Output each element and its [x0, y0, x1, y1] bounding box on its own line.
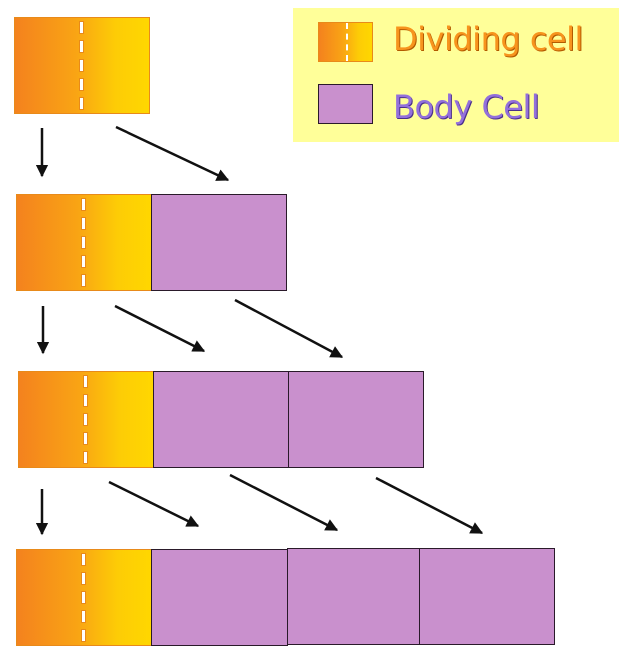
division-line: [346, 23, 348, 61]
diagonal-arrow: [229, 473, 339, 532]
diagonal-arrow: [375, 476, 484, 535]
body-cell: [287, 548, 421, 645]
dividing-cell-label: Dividing cell: [393, 20, 583, 58]
division-line-dash: [83, 394, 88, 407]
division-line-dash: [81, 198, 86, 211]
division-line-dash: [81, 591, 86, 604]
division-line-dash: [79, 97, 84, 110]
body-cell-label: Body Cell: [393, 88, 540, 126]
division-line-dash: [83, 375, 88, 388]
diagonal-arrow: [234, 298, 344, 359]
body-cell: [151, 549, 288, 646]
dividing-cell: [16, 194, 152, 291]
body-cell: [288, 371, 424, 468]
division-line-dash: [81, 274, 86, 287]
division-line-dash: [79, 59, 84, 72]
diagonal-arrow: [115, 125, 230, 182]
body-cell: [419, 548, 555, 645]
division-line-dash: [81, 572, 86, 585]
division-line-dash: [83, 451, 88, 464]
dividing-cell-swatch: [318, 22, 373, 62]
diagonal-arrow: [114, 304, 206, 353]
division-line-dash: [81, 236, 86, 249]
body-cell: [153, 371, 289, 468]
diagonal-arrow: [108, 480, 200, 528]
division-line-dash: [81, 553, 86, 566]
division-line-dash: [81, 255, 86, 268]
division-line-dash: [83, 432, 88, 445]
division-line-dash: [81, 610, 86, 623]
body-cell-swatch: [318, 84, 373, 124]
division-line-dash: [81, 629, 86, 642]
division-line-dash: [79, 40, 84, 53]
dividing-cell: [18, 371, 154, 468]
division-line-dash: [79, 21, 84, 34]
dividing-cell: [16, 549, 152, 646]
legend-box: Dividing cell Body Cell: [293, 8, 619, 142]
dividing-cell: [14, 17, 150, 114]
division-line-dash: [79, 78, 84, 91]
body-cell: [151, 194, 287, 291]
division-line-dash: [81, 217, 86, 230]
division-line-dash: [83, 413, 88, 426]
